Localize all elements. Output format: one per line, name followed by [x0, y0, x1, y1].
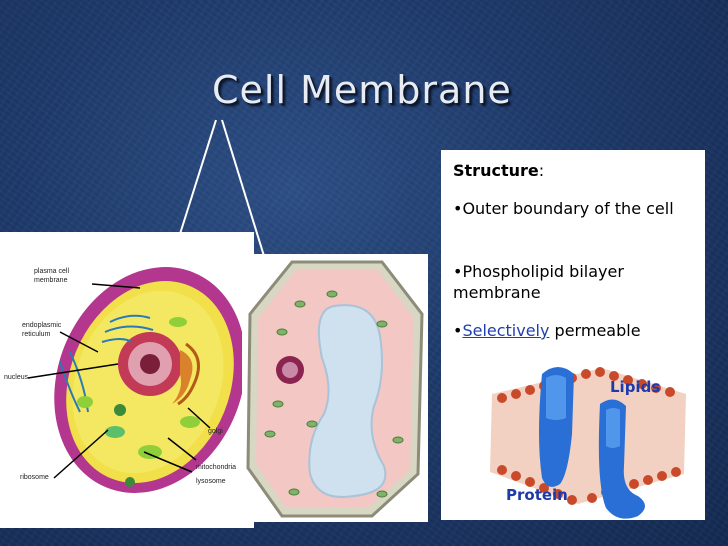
label-lysosome: lysosome — [196, 478, 226, 485]
label-nucleus: nucleus — [4, 374, 29, 381]
slide-title: Cell Membrane — [212, 68, 512, 112]
label-reticulum: reticulum — [22, 331, 51, 338]
label-protein: Protein — [506, 486, 568, 504]
plant-cell-illustration — [246, 260, 424, 518]
bullet-outer-boundary: •Outer boundary of the cell — [453, 199, 674, 218]
selectively-link: Selectively — [462, 321, 550, 340]
plant-cell-diagram — [242, 254, 428, 522]
label-lipids: Lipids — [610, 378, 661, 396]
phospholipid-bilayer-illustration — [490, 367, 686, 519]
bullet-phospholipid: •Phospholipid bilayer membrane — [453, 262, 624, 302]
bullet-selectively-permeable: •Selectively permeable — [453, 321, 641, 340]
animal-cell-diagram: plasma cell membrane endoplasmic reticul… — [0, 232, 254, 528]
structure-heading: Structure: — [453, 161, 545, 180]
label-ribosome: ribosome — [20, 474, 49, 481]
animal-cell-illustration — [27, 267, 246, 493]
label-mitochondria: mitochondria — [196, 464, 237, 471]
membrane-diagram: Lipids Protein — [482, 354, 696, 520]
label-membrane: membrane — [34, 277, 68, 284]
label-plasma-cell: plasma cell — [34, 268, 70, 275]
label-golgi: golgi — [208, 428, 223, 435]
label-endoplasmic: endoplasmic — [22, 322, 62, 329]
